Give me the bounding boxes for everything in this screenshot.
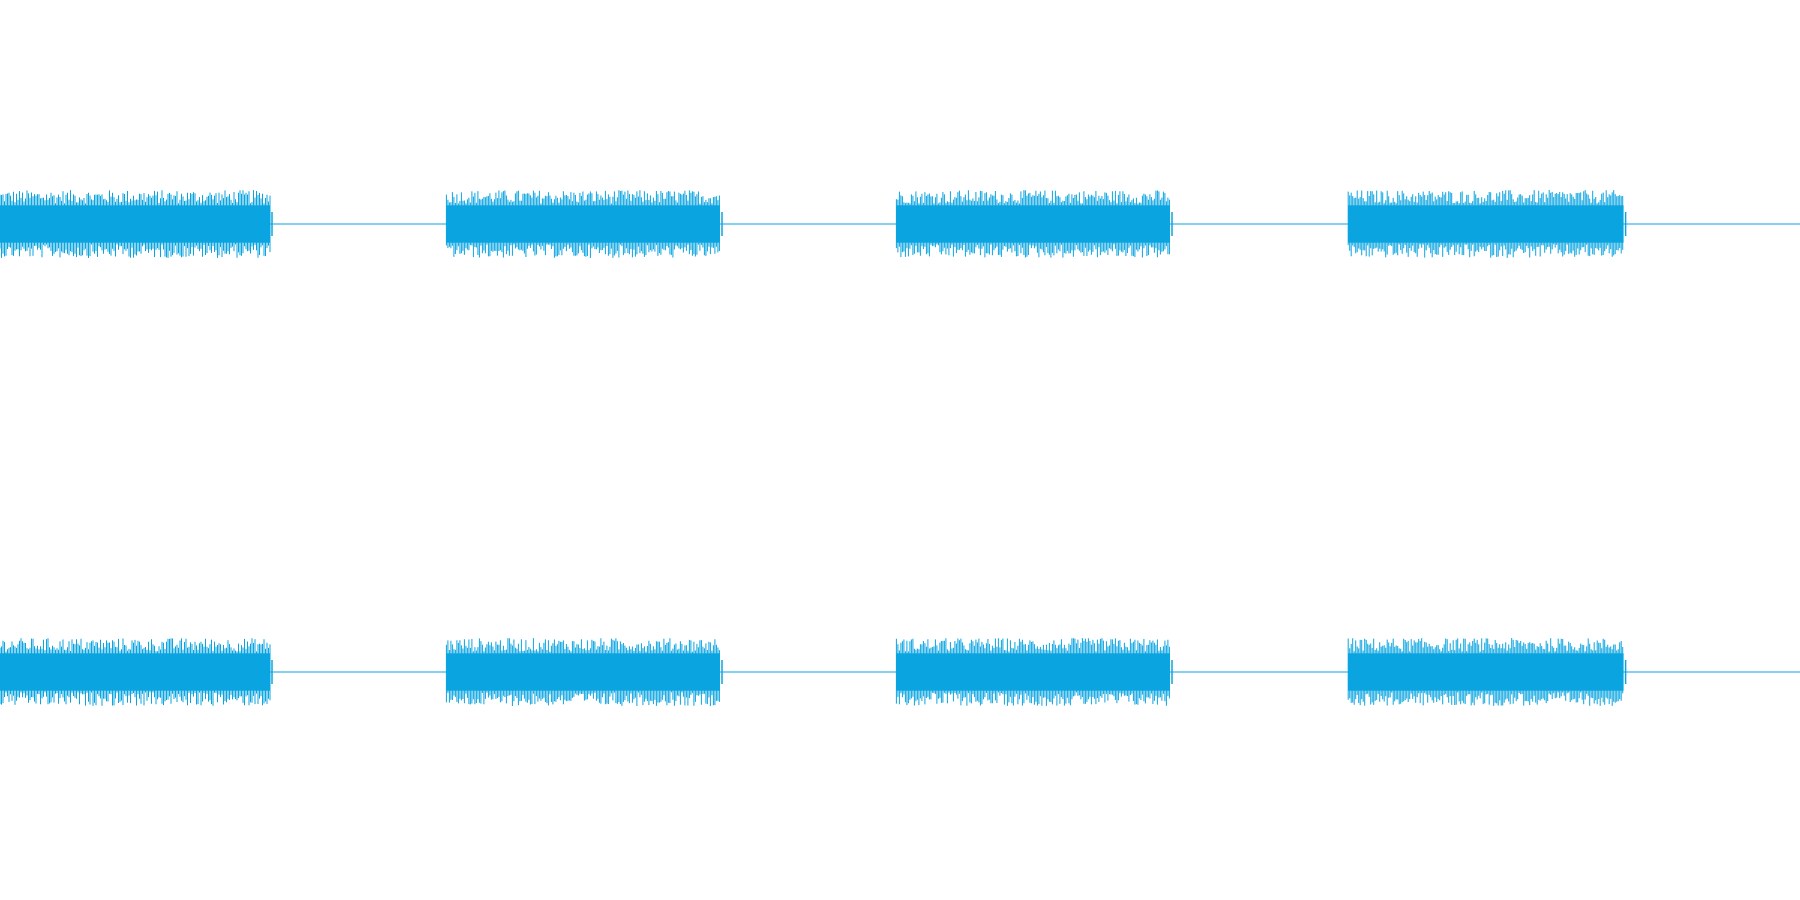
burst-spikes xyxy=(0,190,271,258)
waveform-burst xyxy=(1347,190,1627,258)
burst-spikes xyxy=(445,638,720,706)
burst-spikes xyxy=(895,190,1170,258)
burst-spikes xyxy=(895,638,1170,706)
burst-spikes xyxy=(1347,638,1624,706)
waveform-burst xyxy=(445,638,723,706)
waveform-burst xyxy=(0,638,273,706)
burst-spikes xyxy=(445,190,720,258)
channel-1 xyxy=(0,190,1800,258)
waveform-burst xyxy=(895,638,1173,706)
waveform-burst xyxy=(0,190,273,258)
burst-spikes xyxy=(1347,190,1624,258)
waveform-burst xyxy=(895,190,1173,258)
channel-2 xyxy=(0,638,1800,706)
waveform-burst xyxy=(445,190,723,258)
burst-spikes xyxy=(0,638,271,706)
waveform-burst xyxy=(1347,638,1627,706)
